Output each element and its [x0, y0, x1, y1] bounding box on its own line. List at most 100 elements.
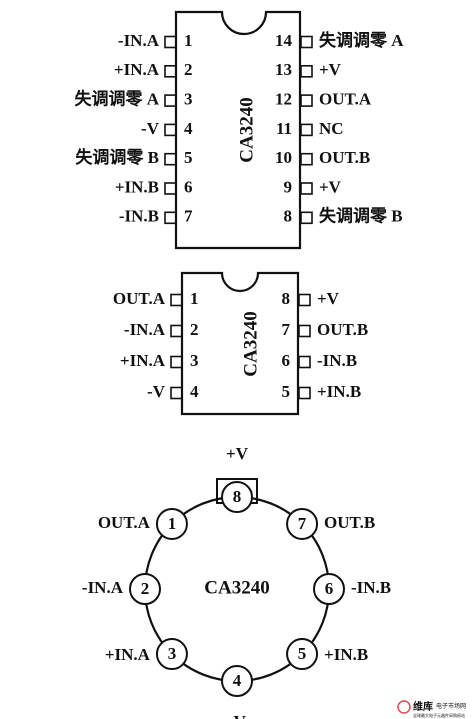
pin-circle-icon: [313, 573, 345, 605]
pin-label: +V: [226, 444, 249, 463]
pin-circle-icon: [286, 638, 319, 671]
pin-label: +V: [317, 289, 340, 308]
dip8-pin-2: 2-IN.A: [124, 320, 199, 339]
pin-circle-icon: [155, 638, 188, 671]
pin-pad-icon: [164, 152, 177, 166]
watermark-tagline: 全球最大电子元器件采购网站: [413, 712, 465, 718]
dip8-body: [180, 271, 300, 416]
pin-pad-icon: [300, 94, 313, 107]
pin-label: NC: [319, 119, 344, 138]
pin-label: +IN.A: [120, 351, 166, 370]
dip8-pin-4: 4 -V: [147, 382, 199, 401]
dip14-pin-9: 9+V: [284, 177, 342, 196]
dip8-pin-1: 1 OUT.A: [113, 289, 199, 308]
watermark-logo-icon: [397, 700, 411, 714]
dip8-pin-5: 5+IN.B: [282, 382, 362, 401]
pin-pad-icon: [300, 123, 313, 137]
pin-number: 3: [190, 351, 199, 370]
pin-label: +V: [319, 60, 342, 79]
pin-label: +IN.B: [115, 177, 159, 196]
pin-pad-icon: [164, 182, 177, 195]
pin-pad-icon: [170, 324, 183, 338]
pin-label: 失调调零 A: [319, 30, 404, 50]
pin-pad-icon: [298, 355, 311, 369]
dip14-pin-14: 14 失调调零 A: [275, 30, 404, 50]
pin-number: 6: [184, 177, 193, 196]
pin-number: 4: [184, 119, 193, 138]
pin-circle-icon: [155, 507, 188, 540]
watermark: 维库 电子市场网 全球最大电子元器件采购网站: [397, 700, 466, 718]
pin-number: 5: [282, 382, 291, 401]
pin-number: 2: [141, 579, 150, 598]
pin-pad-icon: [164, 94, 177, 107]
pin-number: 1: [184, 31, 193, 50]
can8-pin-4: 4-V: [221, 665, 253, 719]
pin-label: OUT.A: [113, 289, 166, 308]
dip14-pin-13: 13+V: [275, 60, 342, 79]
can8-pin-2: 2 -IN.A: [82, 573, 161, 605]
can8-part-name: CA3240: [204, 577, 269, 598]
can8-pin-6: 6-IN.B: [313, 573, 391, 605]
watermark-sub: 电子市场网: [436, 702, 466, 710]
pin-label: -IN.B: [351, 578, 391, 597]
pin-circle-icon: [129, 573, 161, 605]
dip14-pin-2: 2+IN.A: [114, 60, 193, 79]
dip8-pin-8: 8 +V: [282, 289, 340, 308]
can8-pin-3: 3 +IN.A: [105, 638, 188, 671]
pin-pad-icon: [300, 182, 313, 195]
pin-number: 5: [184, 148, 193, 167]
pin-pad-icon: [300, 211, 313, 225]
pin-pad-icon: [164, 35, 177, 49]
watermark-brand: 维库: [413, 700, 433, 713]
pin-number: 11: [276, 119, 292, 138]
dip8-pin-6: 6-IN.B: [282, 351, 358, 370]
pin-number: 7: [184, 207, 193, 226]
pin-pad-icon: [298, 293, 311, 307]
pin-number: 1: [190, 289, 199, 308]
dip14-pin-11: 11 NC: [276, 119, 344, 138]
pin-label: -IN.B: [317, 351, 357, 370]
pin-label: -V: [147, 382, 166, 401]
pin-label: 失调调零 A: [74, 89, 159, 109]
pin-number: 2: [190, 320, 199, 339]
pin-circle-icon: [221, 665, 253, 697]
pin-number: 5: [298, 644, 307, 663]
pin-label: -IN.A: [118, 31, 160, 50]
pin-number: 8: [284, 207, 293, 226]
pin-number: 3: [168, 644, 177, 663]
pin-pad-icon: [300, 65, 313, 78]
dip8-left-pins: 1 OUT.A 2-IN.A 3 +IN.A 4 -V: [113, 289, 199, 401]
pin-number: 14: [275, 31, 293, 50]
dip14-part-name: CA3240: [236, 97, 257, 162]
pin-number: 8: [282, 289, 291, 308]
pin-pad-icon: [170, 355, 183, 369]
pin-number: 1: [168, 514, 177, 533]
dip14-body: [174, 10, 302, 250]
pin-label: +V: [319, 177, 342, 196]
can8-package: CA3240 8+V7OUT.B6-IN.B5+IN.B4-V3+IN.A2-I…: [82, 444, 391, 719]
pin-label: +IN.A: [114, 60, 160, 79]
pin-label: -V: [141, 119, 160, 138]
pin-circle-icon: [221, 481, 253, 513]
pin-label: -IN.B: [119, 207, 159, 226]
pin-number: 8: [233, 487, 242, 506]
pin-pad-icon: [298, 386, 311, 400]
dip8-part-name: CA3240: [240, 311, 261, 376]
pin-label: +IN.A: [105, 645, 151, 664]
pin-number: 4: [233, 671, 242, 690]
dip14-pin-6: 6 +IN.B: [115, 177, 193, 196]
dip14-pin-4: 4 -V: [141, 119, 193, 138]
pin-number: 4: [190, 382, 199, 401]
pin-label: -IN.A: [82, 578, 124, 597]
